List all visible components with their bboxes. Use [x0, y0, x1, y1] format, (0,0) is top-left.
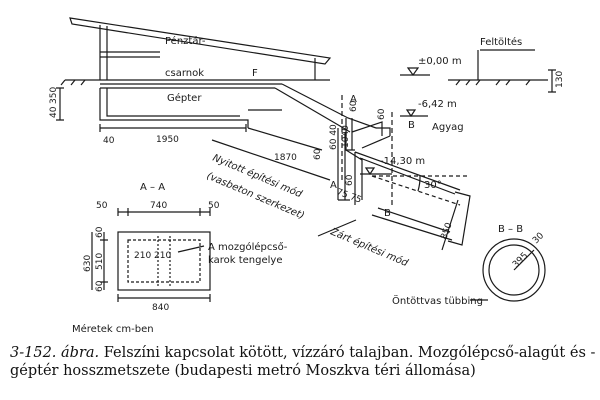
bb-outer-ring: [482, 238, 546, 302]
dim-60a-text: 60: [349, 100, 359, 112]
label-mozgolepcso-2: karok tengelye: [208, 255, 282, 266]
dim-60c-text: 60: [313, 148, 323, 160]
dim-1950: [99, 124, 247, 132]
bb-inner-ring: [488, 244, 540, 296]
label-angle: 30°: [424, 180, 442, 191]
caption-text: Felszíni kapcsolat kötött, vízzáró talaj…: [10, 345, 596, 379]
dim-6040-text: 60 40: [329, 124, 339, 150]
dim-60b-text: 60: [377, 108, 387, 120]
shaft: [345, 118, 391, 161]
angle-arc: [417, 175, 421, 192]
dim-40-text: 40: [49, 106, 59, 118]
label-section-b-top: B: [408, 120, 415, 131]
zart-leader: [317, 219, 357, 237]
label-penztar: Pénztár-: [165, 35, 206, 47]
angle-line: [371, 175, 470, 206]
dim-350-text: 350: [49, 87, 59, 104]
aa-50a-text: 50: [96, 201, 108, 211]
feltoltes-leader: [477, 49, 535, 80]
elev-marker-0: [400, 67, 430, 77]
figure-caption: 3-152. ábra. Felszíni kapcsolat kötött, …: [10, 344, 596, 380]
roof: [69, 17, 332, 65]
aa-210a-text: 210: [134, 251, 151, 261]
dim-850-text: 850: [439, 221, 454, 241]
dim-1870-text: 1870: [274, 153, 297, 163]
aa-630-text: 630: [83, 255, 93, 272]
bb-radius: [513, 249, 535, 271]
bb-395-text: 395: [511, 251, 530, 270]
dim-1950-text: 1950: [156, 135, 179, 145]
label-mozgolepcso-1: A mozgólépcső-: [208, 241, 288, 253]
aa-dim-top: [117, 208, 211, 216]
aa-leader: [177, 245, 205, 253]
label-meretek: Méretek cm-ben: [72, 323, 154, 335]
label-csarnok: csarnok: [165, 68, 204, 79]
dim-40b-text: 40: [103, 136, 115, 146]
bb-30-text: 30: [531, 231, 546, 246]
label-section-a-bot: A: [330, 180, 337, 191]
dim-1040-text: 1040: [341, 125, 351, 148]
upper-slab: [100, 51, 282, 89]
aa-840-text: 840: [152, 303, 169, 313]
dim-850: [441, 199, 459, 251]
tunnel-end: [447, 191, 471, 246]
label-aa-title: A – A: [140, 182, 165, 193]
chute: [337, 128, 391, 201]
aa-210b-text: 210: [154, 251, 171, 261]
aa-dim-left: [91, 232, 108, 290]
aa-outer: [117, 231, 211, 291]
label-section-a-top: A: [350, 94, 357, 105]
label-feltoltes: Feltöltés: [480, 36, 522, 48]
aa-inner: [127, 239, 201, 283]
label-f: F: [252, 68, 258, 79]
tunnel-upper-wall: [247, 83, 377, 151]
caption-number: 3-152. ábra.: [10, 345, 100, 361]
label-elev-1430: -14,30 m: [380, 156, 425, 167]
label-zart: Zárt építési mód: [328, 225, 411, 269]
dim-130: [548, 69, 556, 93]
elev-marker-642: [400, 109, 428, 118]
label-agyag: Agyag: [432, 122, 464, 133]
label-bb-title: B – B: [498, 224, 523, 235]
label-ontottvas: Öntöttvas tübbing: [392, 294, 483, 307]
aa-510-text: 510: [95, 253, 105, 270]
aa-60a-text: 60: [95, 226, 105, 238]
dim-60d-text: 60: [345, 174, 355, 186]
aa-axis: [157, 236, 171, 286]
dim-1870: [211, 139, 331, 181]
label-elev-642: -6,42 m: [418, 99, 457, 110]
dim-left: [56, 87, 64, 121]
label-elev-0: ±0,00 m: [418, 56, 462, 67]
aa-740-text: 740: [150, 201, 167, 211]
dim-130-text: 130: [555, 71, 565, 88]
machine-room: [99, 88, 282, 128]
aa-50b-text: 50: [208, 201, 220, 211]
label-section-b-bot: B: [384, 208, 391, 219]
label-gepter: Gépter: [167, 92, 202, 104]
dim-7575-text: 75 75: [335, 187, 363, 205]
elev-marker-1430: [360, 167, 392, 176]
ground-hatch: [60, 79, 531, 86]
aa-60b-text: 60: [95, 280, 105, 292]
aa-dim-bottom: [117, 294, 211, 302]
